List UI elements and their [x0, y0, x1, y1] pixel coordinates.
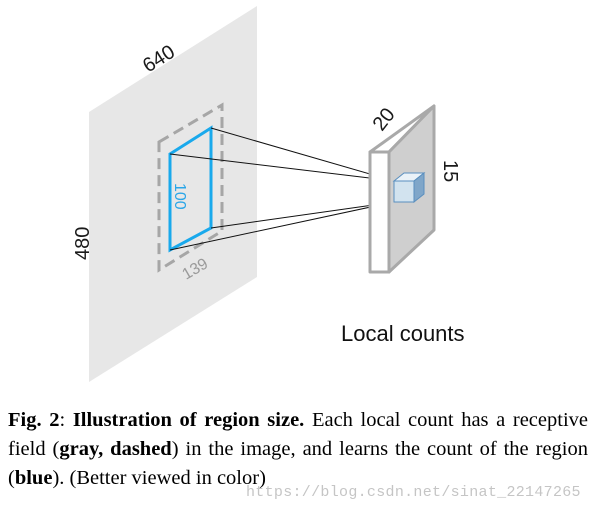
region-height-label: 100 — [171, 183, 188, 210]
projection-line — [169, 201, 395, 251]
local-counts-label: Local counts — [341, 321, 465, 346]
caption-separator: : — [59, 409, 73, 431]
watermark: https://blog.csdn.net/sinat_22147265 — [246, 484, 581, 501]
caption-text: Each local count has a receptive field ( — [8, 409, 588, 460]
projection-line — [169, 153, 395, 182]
image-height-label: 480 — [72, 227, 94, 260]
figure-caption: Fig. 2: Illustration of region size. Eac… — [8, 406, 588, 493]
feature-map-side — [368, 150, 391, 274]
local-count-cell-front — [393, 180, 415, 203]
region-size-diagram: 640 480 139 100 20 15 Local counts — [72, 6, 465, 382]
feature-width-label: 20 — [369, 104, 400, 135]
image-plane — [89, 6, 257, 382]
caption-text: ) in the image, and learns the count of … — [8, 438, 588, 489]
projection-line — [210, 201, 395, 229]
receptive-field-box — [157, 102, 224, 273]
feature-height-label: 15 — [439, 160, 461, 182]
caption-title: Illustration of region size. — [72, 409, 305, 431]
caption-bold-term: gray, dashed — [59, 438, 172, 460]
local-count-cell-side — [413, 171, 425, 204]
caption-text: ). (Better viewed in color) — [52, 467, 266, 489]
caption-bold-term: blue — [14, 467, 53, 489]
projection-line — [210, 127, 395, 182]
figure-label: Fig. 2 — [8, 409, 60, 431]
